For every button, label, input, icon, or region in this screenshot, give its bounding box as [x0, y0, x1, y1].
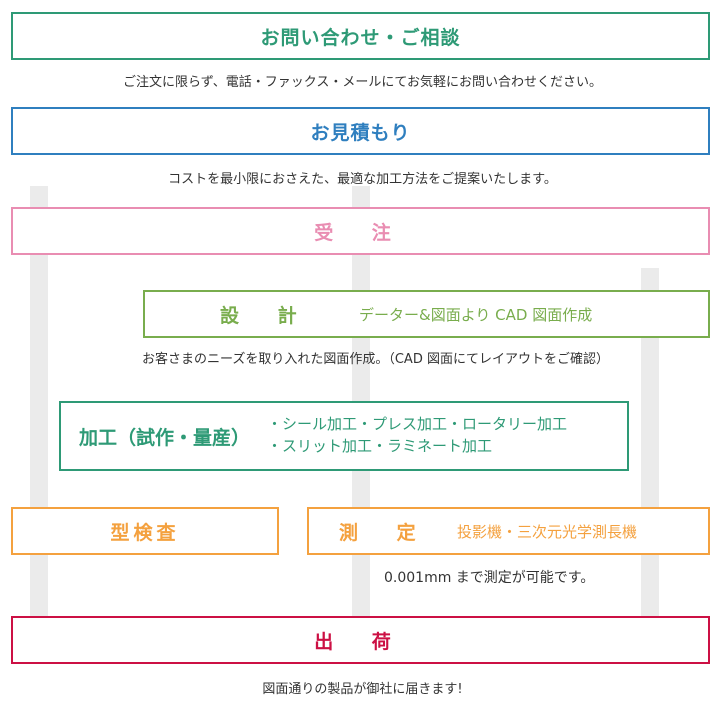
order-box: 受 注	[11, 207, 710, 255]
measurement-subtitle: 投影機・三次元光学測長機	[457, 522, 638, 541]
shipping-title: 出 荷	[314, 630, 407, 653]
processing-methods-list: ・シール加工・プレス加工・ロータリー加工 ・スリット加工・ラミネート加工	[267, 413, 567, 457]
shipping-box: 出 荷	[11, 616, 710, 664]
inspection-box: 型検査	[11, 507, 279, 555]
inquiry-description: ご注文に限らず、電話・ファックス・メールにてお気軽にお問い合わせください。	[122, 75, 603, 90]
design-box: 設 計 データー&図面より CAD 図面作成	[143, 290, 710, 338]
processing-methods-line-2: ・スリット加工・ラミネート加工	[267, 437, 493, 455]
processing-box: 加工（試作・量産） ・シール加工・プレス加工・ロータリー加工 ・スリット加工・ラ…	[59, 401, 629, 471]
inspection-title: 型検査	[110, 521, 180, 544]
inquiry-title: お問い合わせ・ご相談	[260, 26, 461, 49]
processing-methods-line-1: ・シール加工・プレス加工・ロータリー加工	[267, 415, 568, 433]
estimate-box: お見積もり	[11, 107, 710, 155]
inquiry-box: お問い合わせ・ご相談	[11, 12, 710, 60]
design-title: 設 計	[220, 304, 313, 327]
estimate-description: コストを最小限におさえた、最適な加工方法をご提案いたします。	[168, 172, 557, 187]
processing-title: 加工（試作・量産）	[79, 426, 251, 449]
shipping-description: 図面通りの製品が御社に届きます!	[262, 682, 463, 697]
estimate-title: お見積もり	[310, 121, 411, 144]
measurement-box: 測 定 投影機・三次元光学測長機	[307, 507, 710, 555]
order-title: 受 注	[314, 221, 407, 244]
design-description: お客さまのニーズを取り入れた図面作成。（CAD 図面にてレイアウトをご確認）	[142, 352, 609, 367]
measurement-title: 測 定	[339, 521, 432, 544]
measurement-description: 0.001mm まで測定が可能です。	[384, 570, 595, 586]
design-subtitle: データー&図面より CAD 図面作成	[359, 305, 593, 324]
